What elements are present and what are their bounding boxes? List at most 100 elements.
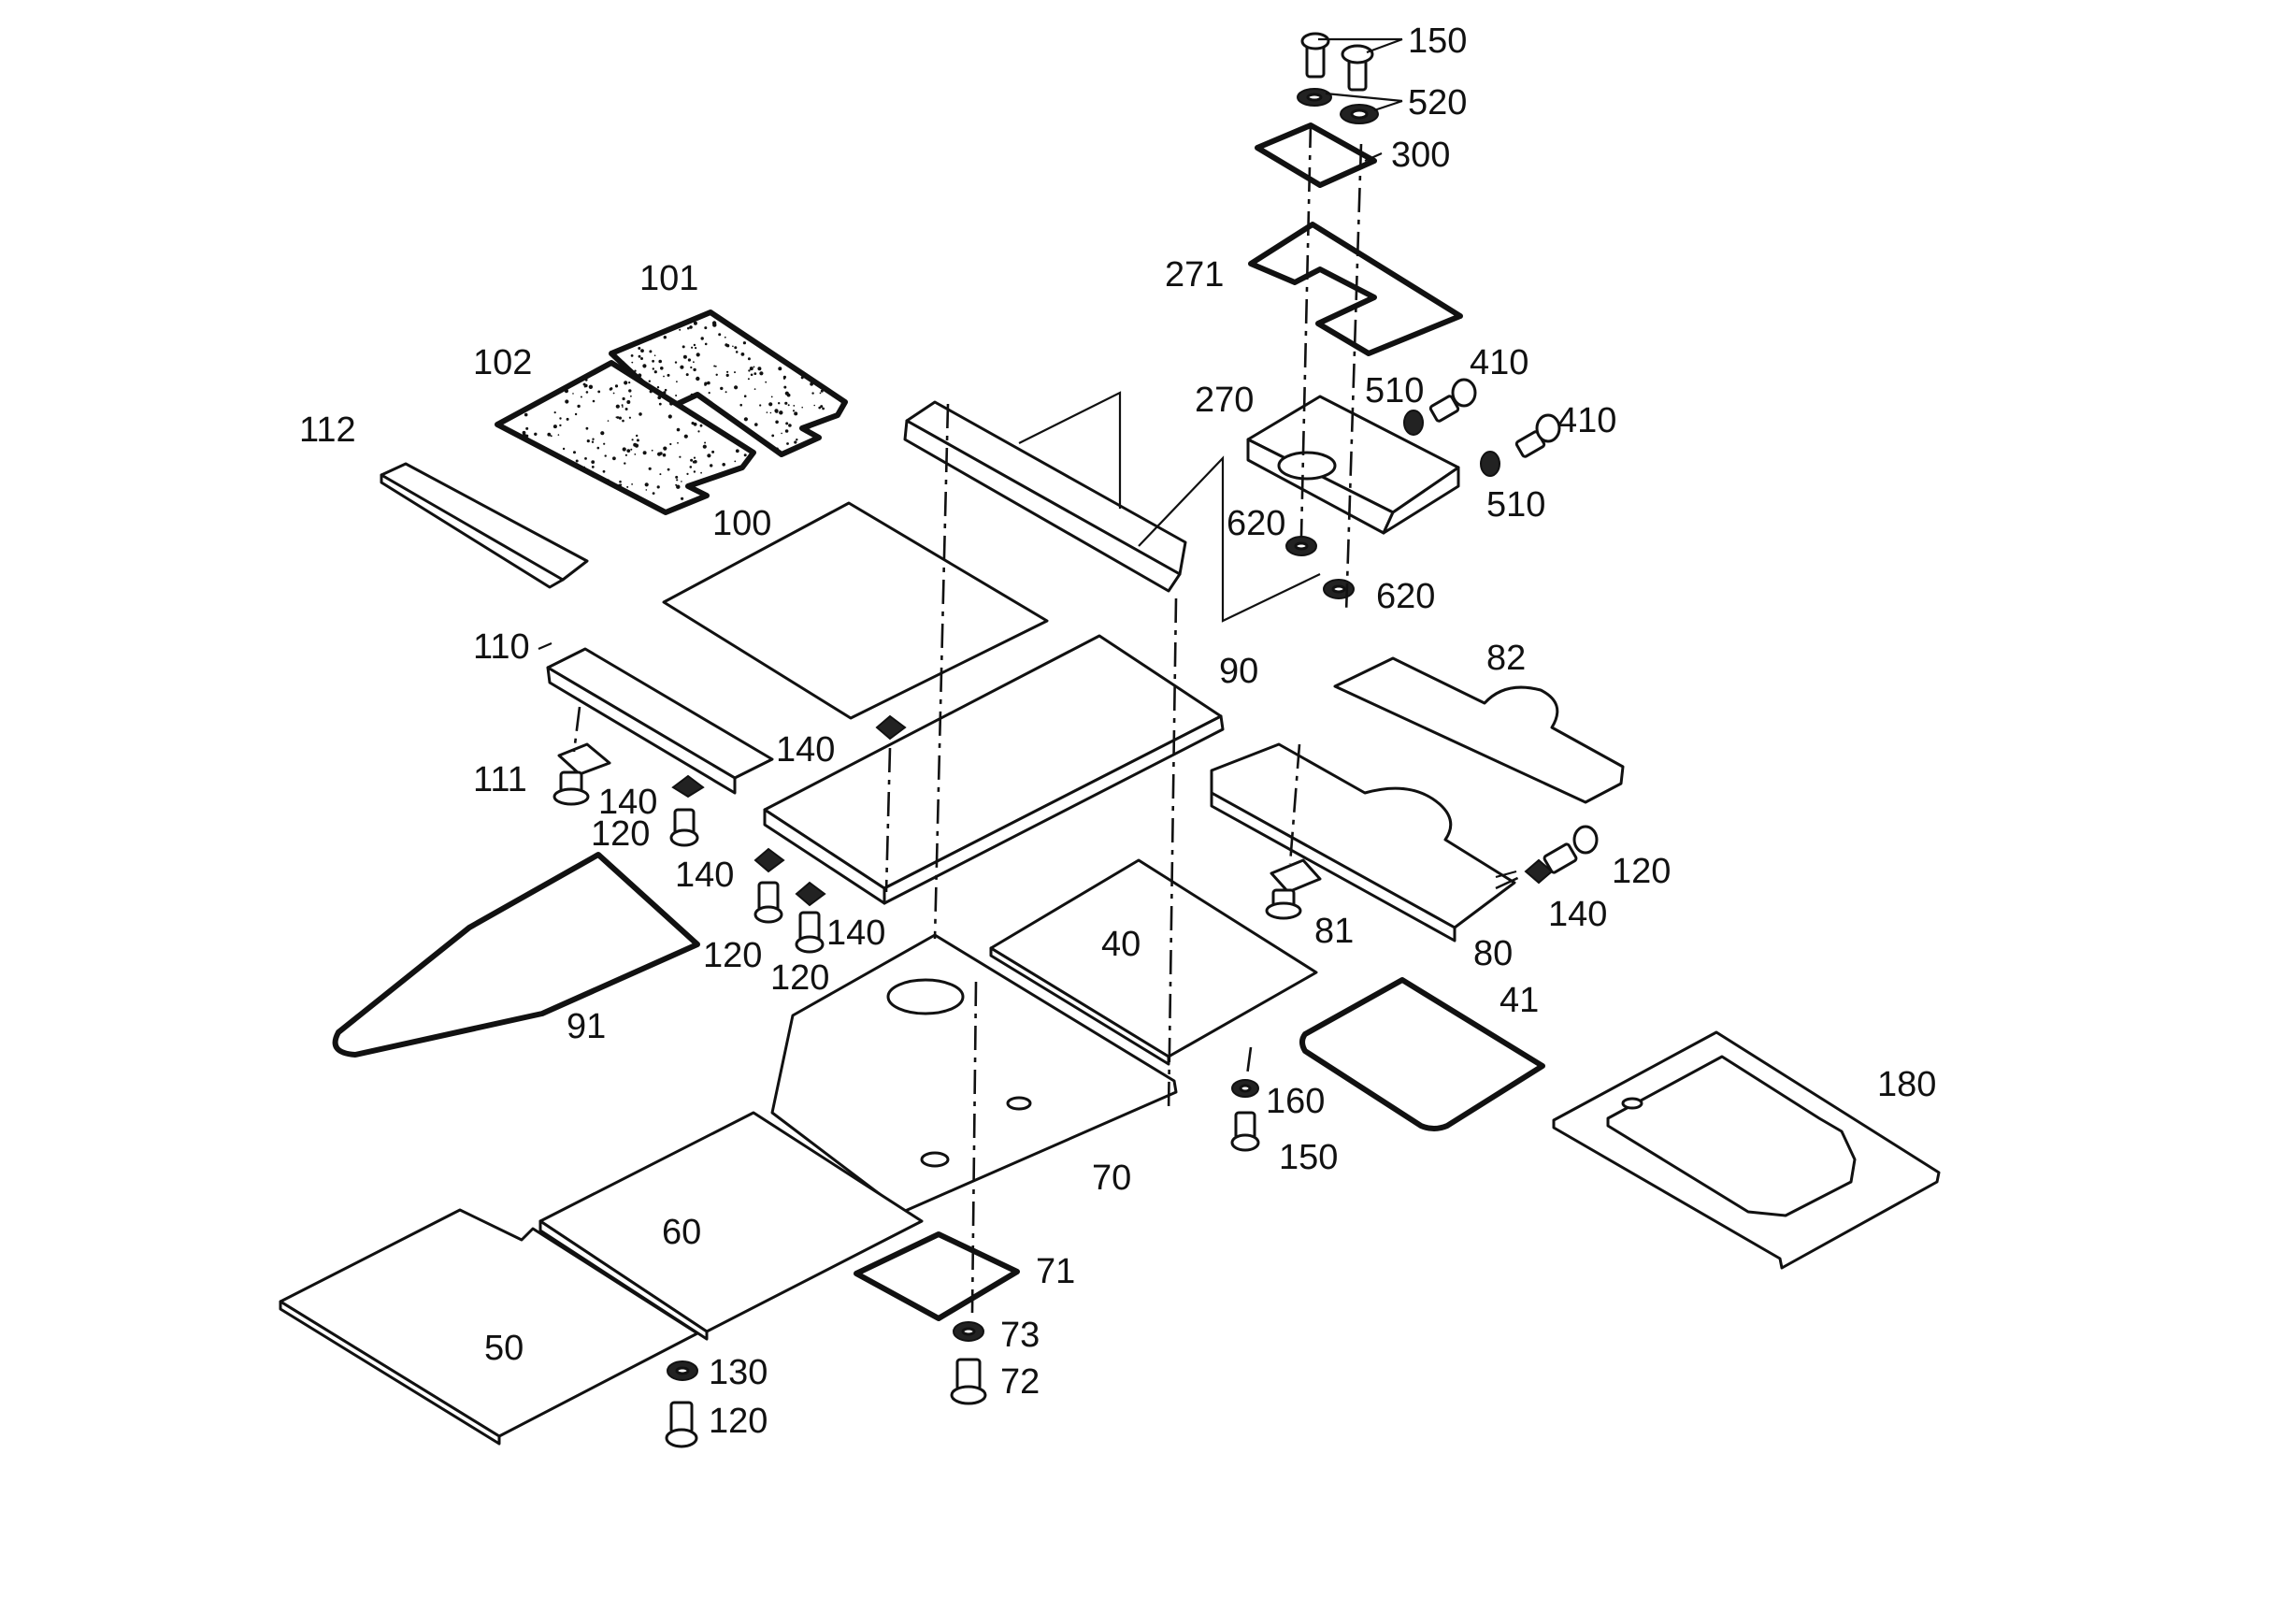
speckle-dot [690, 393, 694, 396]
part-300-plate [1255, 122, 1377, 188]
speckle-dot [704, 381, 708, 385]
speckle-dot [693, 343, 696, 347]
speckle-dot [725, 373, 729, 377]
speckle-dot [753, 366, 755, 368]
speckle-dot [677, 441, 679, 444]
speckle-dot [612, 456, 616, 461]
speckle-dot [649, 350, 653, 353]
speckle-dot [644, 482, 649, 487]
speckle-dot [577, 404, 581, 409]
speckle-dot [573, 451, 576, 454]
speckle-dot [667, 414, 672, 419]
speckle-dot [630, 354, 634, 357]
speckle-dot [783, 385, 787, 389]
speckle-dot [704, 326, 708, 330]
speckle-dot [711, 450, 715, 453]
part-50-plate [279, 1208, 699, 1446]
speckle-dot [796, 439, 798, 441]
speckle-dot [522, 430, 526, 435]
speckle-dot [792, 410, 796, 412]
part-111-clip [552, 742, 611, 806]
speckle-dot [749, 367, 753, 371]
speckle-dot [567, 383, 571, 388]
label-510-b: 510 [1486, 485, 1545, 525]
speckle-dot [648, 467, 652, 470]
speckle-dot [769, 411, 772, 414]
speckle-dot [683, 434, 688, 439]
label-101: 101 [639, 259, 698, 298]
speckle-dot [754, 423, 758, 426]
speckle-dot [771, 434, 775, 438]
speckle-dot [693, 361, 695, 364]
label-120-a: 120 [591, 814, 650, 854]
part-labels: 150 520 300 271 410 410 510 510 270 620 … [299, 22, 1936, 1441]
speckle-dot [734, 346, 738, 350]
speckle-dot [660, 367, 664, 370]
speckle-dot [622, 361, 624, 364]
speckle-dot [664, 388, 667, 392]
speckle-dot [685, 373, 689, 377]
speckle-dot [580, 466, 583, 469]
speckle-dot [618, 416, 623, 420]
part-150-screws [1300, 32, 1374, 92]
part-90-angle-bar [903, 400, 1187, 593]
speckle-dot [600, 431, 605, 436]
speckle-dot [665, 396, 668, 400]
speckle-dot [624, 381, 628, 385]
pad-speckle-texture [522, 311, 845, 500]
speckle-dot [609, 387, 612, 391]
part-410-bolts [1428, 378, 1561, 458]
part-81-clip [1265, 858, 1322, 920]
label-111: 111 [473, 760, 527, 799]
speckle-dot [658, 402, 662, 406]
speckle-dot [813, 404, 815, 407]
part-40-plate [989, 858, 1318, 1066]
speckle-dot [682, 354, 687, 359]
speckle-dot [652, 359, 654, 363]
speckle-dot [675, 475, 679, 479]
label-81: 81 [1314, 912, 1354, 951]
part-150-screw-lower [1230, 1111, 1260, 1152]
assembly-center-lines [572, 122, 1525, 1314]
label-620-b: 620 [1376, 577, 1435, 616]
speckle-dot [622, 419, 624, 423]
speckle-dot [699, 424, 703, 427]
speckle-dot [718, 333, 722, 337]
speckle-dot [596, 446, 600, 450]
speckle-dot [765, 381, 768, 383]
speckle-dot [693, 422, 697, 426]
label-41: 41 [1500, 981, 1539, 1020]
speckle-dot [583, 466, 585, 468]
speckle-dot [645, 489, 648, 491]
speckle-dot [550, 435, 552, 438]
speckle-dot [630, 395, 632, 397]
speckle-dot [624, 462, 626, 465]
part-82-plate [1333, 656, 1625, 804]
speckle-dot [591, 460, 596, 464]
speckle-dot [592, 399, 596, 403]
speckle-dot [676, 484, 681, 489]
speckle-dot [653, 354, 656, 357]
speckle-dot [562, 447, 566, 451]
speckle-dot [689, 413, 691, 416]
assembly-guide-lines [1018, 391, 1321, 623]
speckle-dot [614, 354, 618, 358]
speckle-dot [793, 405, 796, 407]
speckle-dot [696, 376, 700, 381]
speckle-dot [781, 432, 782, 435]
label-130: 130 [709, 1353, 768, 1392]
label-120-c: 120 [770, 958, 829, 998]
speckle-dot [656, 485, 660, 489]
speckle-dot [628, 389, 632, 393]
speckle-dot [742, 341, 747, 345]
speckle-dot [642, 364, 647, 368]
leader-lines [538, 37, 1517, 879]
speckle-dot [669, 401, 673, 406]
speckle-dot [818, 406, 821, 410]
speckle-dot [585, 426, 589, 430]
label-110: 110 [473, 627, 530, 667]
speckle-dot [747, 378, 750, 381]
speckle-dot [820, 405, 824, 409]
speckle-dot [734, 385, 739, 390]
speckle-dot [667, 468, 670, 471]
